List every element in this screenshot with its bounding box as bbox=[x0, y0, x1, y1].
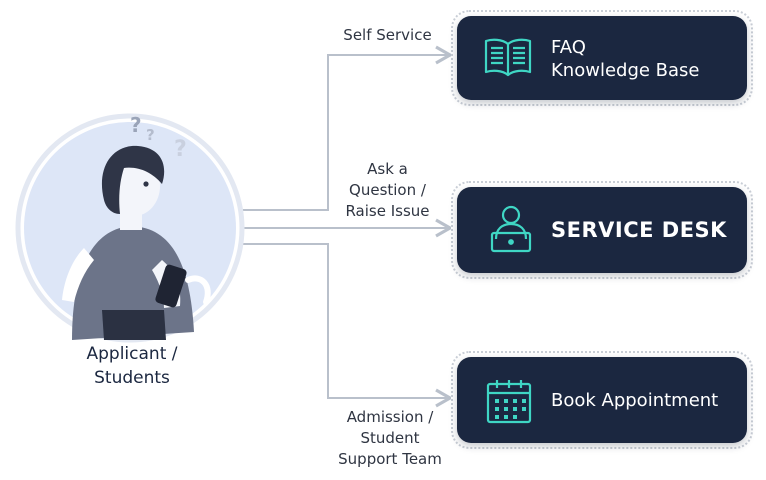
label-support-team: Admission / Student Support Team bbox=[338, 408, 442, 468]
open-book-icon bbox=[484, 38, 532, 77]
service-desk-box[interactable]: SERVICE DESK bbox=[451, 181, 753, 279]
faq-box-label: FAQ Knowledge Base bbox=[551, 37, 700, 81]
appointment-box-panel[interactable]: Book Appointment bbox=[457, 357, 747, 443]
label-self-service: Self Service bbox=[343, 26, 432, 44]
appointment-box[interactable]: Book Appointment bbox=[451, 351, 753, 449]
person-label: Applicant / Students bbox=[86, 344, 178, 388]
connector-self-service bbox=[240, 45, 454, 211]
student-avatar: ? ? ? bbox=[15, 113, 245, 343]
calendar-icon bbox=[486, 380, 532, 424]
faq-box[interactable]: FAQ Knowledge Base bbox=[451, 10, 753, 106]
service-desk-box-label: SERVICE DESK bbox=[551, 218, 727, 242]
svg-text:?: ? bbox=[130, 113, 142, 137]
person-at-laptop-icon bbox=[490, 205, 532, 253]
faq-box-panel[interactable]: FAQ Knowledge Base bbox=[457, 16, 747, 100]
svg-text:?: ? bbox=[174, 137, 187, 162]
label-ask-question: Ask a Question / Raise Issue bbox=[345, 160, 430, 220]
appointment-box-label: Book Appointment bbox=[551, 390, 719, 411]
svg-text:?: ? bbox=[146, 126, 155, 144]
service-desk-box-panel[interactable]: SERVICE DESK bbox=[457, 187, 747, 273]
connector-support-team bbox=[240, 243, 454, 408]
